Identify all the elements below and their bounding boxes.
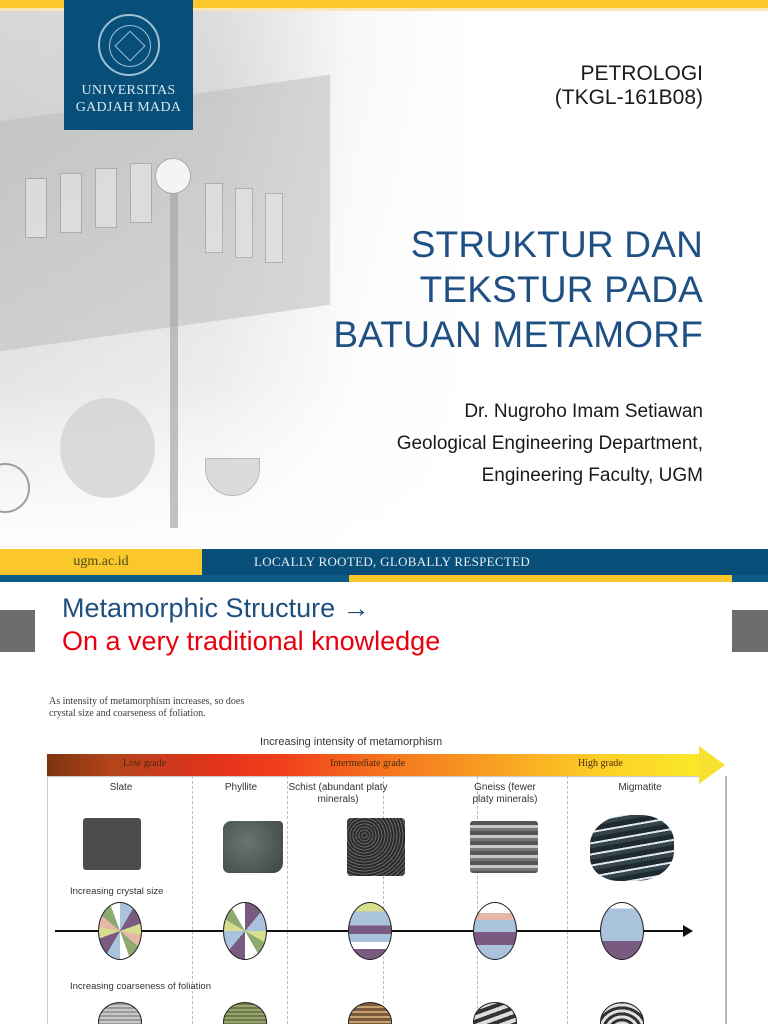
top-accent-shadow [0, 8, 768, 11]
schist-sample-image [347, 818, 405, 876]
window [205, 183, 223, 253]
metamorphism-figure: As intensity of metamorphism increases, … [45, 690, 735, 1024]
footer-url-link[interactable]: ugm.ac.id [73, 554, 129, 569]
author-faculty: Engineering Faculty, UGM [481, 465, 703, 486]
grade-gradient-bar [47, 754, 699, 776]
planter-sketch [205, 458, 260, 496]
gneiss-sample-image [470, 821, 538, 873]
grade-label-low: Low grade [123, 758, 167, 769]
logo-line-2: GADJAH MADA [75, 100, 182, 115]
title-line-1: STRUKTUR DAN [410, 224, 703, 265]
rock-name-slate: Slate [109, 782, 133, 793]
rock-name-migmatite: Migmatite [618, 782, 662, 793]
title-line-3: BATUAN METAMORF [333, 314, 703, 355]
course-name: PETROLOGI [580, 62, 703, 85]
slate-sample-image [83, 818, 141, 870]
cart-wheel-sketch [0, 463, 30, 513]
slide-title: STRUKTUR DAN TEKSTUR PADA BATUAN METAMOR… [333, 222, 703, 357]
right-side-block [732, 610, 768, 652]
author-block: Dr. Nugroho Imam Setiawan Geological Eng… [397, 396, 703, 492]
top-accent-bar [0, 0, 768, 8]
grain-diagram-phyllite [223, 902, 267, 960]
course-code: (TKGL-161B08) [554, 86, 703, 109]
rock-name-gneiss: Gneiss (fewer platy minerals) [472, 782, 538, 805]
grade-label-intermediate: Intermediate grade [330, 758, 406, 769]
author-name: Dr. Nugroho Imam Setiawan [464, 401, 703, 422]
phyllite-sample-image [223, 821, 283, 873]
window [25, 178, 47, 238]
column-divider [287, 776, 288, 1024]
logo-text: UNIVERSITAS GADJAH MADA [64, 82, 193, 116]
author-department: Geological Engineering Department, [396, 433, 703, 454]
footer-yellow-block [0, 549, 202, 575]
ugm-seal-icon [98, 14, 160, 76]
crystal-size-label: Increasing crystal size [70, 886, 164, 897]
figure-caption: As intensity of metamorphism increases, … [49, 696, 245, 719]
window [130, 163, 152, 223]
axis-arrow-icon [683, 925, 693, 937]
rock-name-schist: Schist (abundant platy minerals) [288, 782, 388, 805]
content-slide: Metamorphic Structure → On a very tradit… [0, 585, 768, 1024]
slide-heading: Metamorphic Structure → On a very tradit… [62, 592, 440, 658]
grain-diagram-migmatite [600, 902, 644, 960]
title-line-2: TEKSTUR PADA [419, 269, 703, 310]
migmatite-sample-image [590, 815, 674, 881]
grain-diagram-gneiss [473, 902, 517, 960]
left-side-block [0, 610, 35, 652]
tree-sketch [60, 398, 155, 498]
lamp-post-sketch [170, 168, 178, 528]
rock-name-phyllite: Phyllite [224, 782, 258, 793]
column-divider [477, 776, 478, 1024]
grain-diagram-schist [348, 902, 392, 960]
heading-line-1: Metamorphic Structure → [62, 593, 370, 623]
lamp-globe-sketch [155, 158, 191, 194]
course-info: PETROLOGI (TKGL-161B08) [555, 62, 703, 110]
intensity-axis-label: Increasing intensity of metamorphism [260, 736, 443, 748]
window [95, 168, 117, 228]
column-divider [192, 776, 193, 1024]
logo-line-1: UNIVERSITAS [81, 83, 176, 98]
slide-footer: ugm.ac.id LOCALLY ROOTED, GLOBALLY RESPE… [0, 549, 768, 585]
footer-tagline: LOCALLY ROOTED, GLOBALLY RESPECTED [254, 554, 531, 569]
rock-table [47, 776, 727, 1024]
footer-blue-block [202, 549, 768, 575]
window [265, 193, 283, 263]
grade-label-high: High grade [578, 758, 623, 769]
column-divider [567, 776, 568, 1024]
heading-line-2: On a very traditional knowledge [62, 626, 441, 656]
ugm-logo: UNIVERSITAS GADJAH MADA [64, 0, 193, 130]
foliation-label: Increasing coarseness of foliation [70, 981, 211, 992]
footer-yellow-stripe [349, 575, 732, 582]
grain-diagram-slate [98, 902, 142, 960]
window [60, 173, 82, 233]
grade-arrow-head-icon [699, 746, 725, 784]
column-divider [383, 776, 384, 1024]
title-slide: UNIVERSITAS GADJAH MADA PETROLOGI (TKGL-… [0, 0, 768, 585]
window [235, 188, 253, 258]
